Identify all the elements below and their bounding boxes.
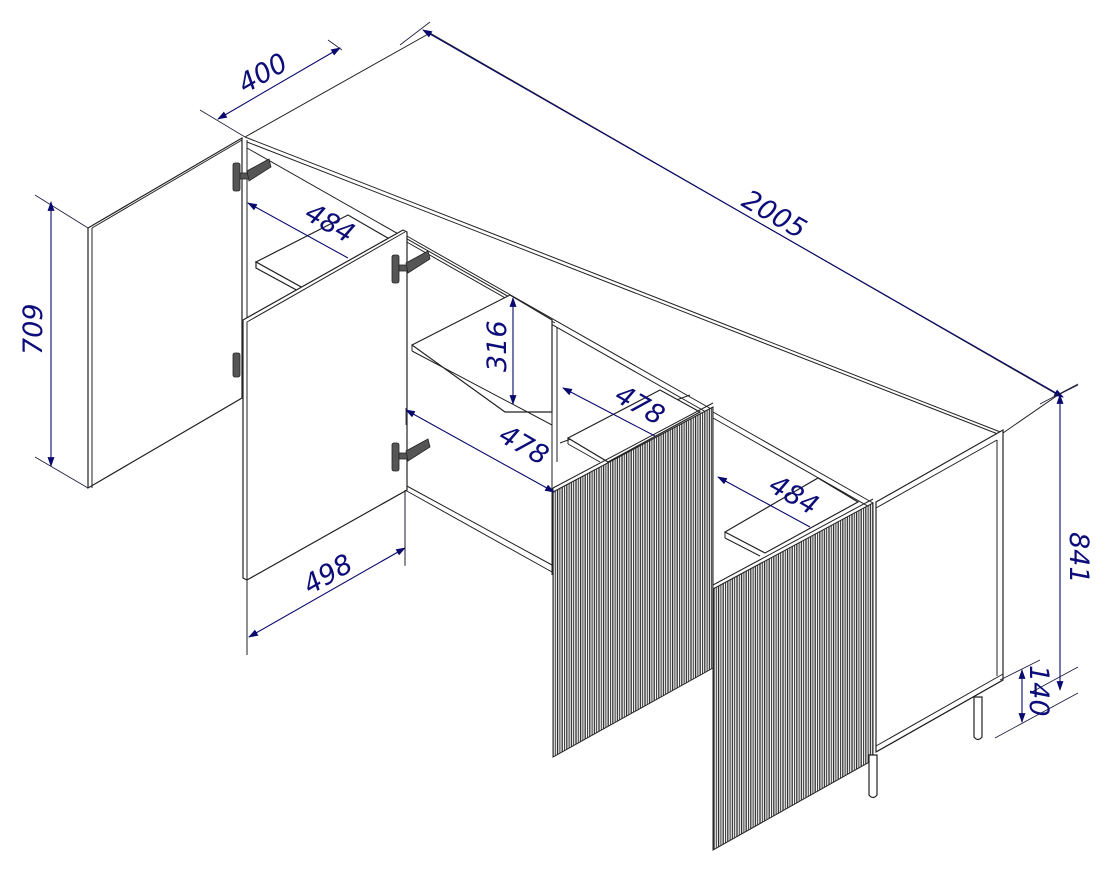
label-leg-height: 140: [1023, 665, 1054, 717]
second-door: [242, 229, 408, 581]
hinge-icon: [391, 438, 431, 472]
label-door-height: 709: [18, 303, 49, 355]
legs: [868, 696, 983, 799]
left-door: [87, 136, 243, 490]
label-width: 2005: [737, 184, 812, 245]
dimension-height-total: 841: [1029, 383, 1094, 694]
dimension-leg-height: 140: [994, 659, 1079, 739]
label-height-total: 841: [1063, 532, 1094, 584]
fluted-door-left: [552, 402, 714, 758]
fluted-door-right: [712, 498, 874, 851]
hinge-icon: [232, 352, 241, 378]
dimension-door-height: 709: [18, 194, 89, 489]
dimension-shelf-spacing: 316: [482, 297, 517, 405]
dimension-shelf-mid-lower: 478: [405, 408, 555, 493]
hinge-icon: [391, 250, 431, 284]
label-door-width: 498: [298, 548, 358, 601]
label-shelf-spacing: 316: [482, 320, 513, 372]
hinge-icon: [232, 158, 272, 192]
right-side-panel: [875, 428, 1004, 754]
